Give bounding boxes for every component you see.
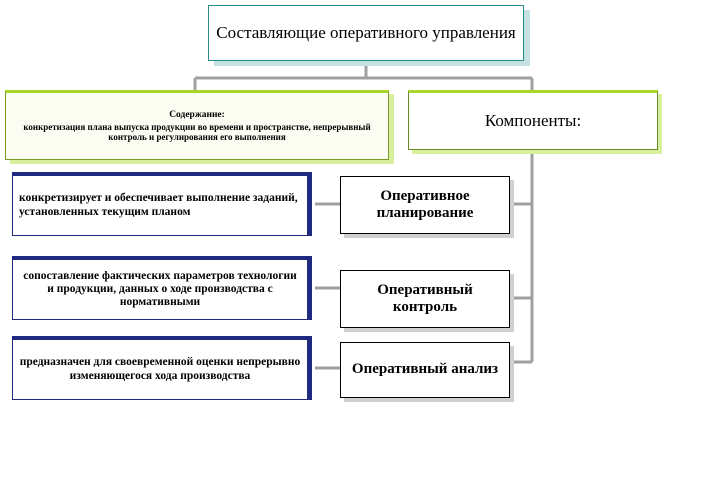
description-analysis: предназначен для своевременной оценки не… — [12, 336, 312, 400]
component-control-label: Оперативный контроль — [377, 281, 473, 315]
component-control: Оперативный контроль — [340, 270, 510, 328]
component-analysis-label: Оперативный анализ — [351, 361, 499, 378]
component-analysis: Оперативный анализ — [340, 342, 510, 398]
component-planning-label: Оперативное планирование — [376, 187, 474, 221]
description-control: сопоставление фактических параметров тех… — [12, 256, 312, 320]
content-text: конкретизация плана выпуска продукции во… — [23, 121, 371, 142]
components-box: Компоненты: — [408, 90, 658, 150]
description-planning: конкретизирует и обеспечивает выполнение… — [12, 172, 312, 236]
description-planning-text: конкретизирует и обеспечивает выполнение… — [19, 192, 298, 218]
description-analysis-text: предназначен для своевременной оценки не… — [19, 356, 301, 382]
title-box: Составляющие оперативного управления — [208, 5, 524, 61]
title-text: Составляющие оперативного управления — [216, 23, 516, 43]
components-label: Компоненты: — [484, 111, 582, 131]
description-control-text: сопоставление фактических параметров тех… — [23, 269, 297, 309]
component-planning: Оперативное планирование — [340, 176, 510, 234]
content-box: Содержание: конкретизация плана выпуска … — [5, 90, 389, 160]
content-heading: Содержание: — [169, 109, 225, 120]
